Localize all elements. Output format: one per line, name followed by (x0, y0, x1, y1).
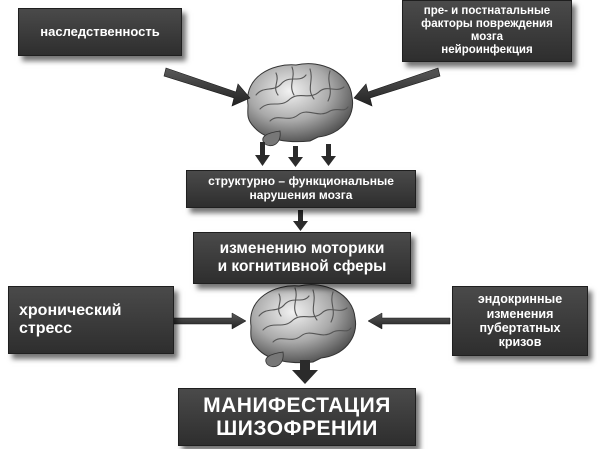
structural-functional-box: структурно – функциональные нарушения мо… (186, 170, 416, 208)
arrow-factors-to-brain (353, 67, 441, 107)
heredity-label: наследственность (40, 23, 160, 39)
arrow-brain-down-right (321, 144, 336, 166)
arrow-stress-to-brain (163, 312, 247, 330)
damage-factors-box: пре- и постнатальные факторы повреждения… (402, 0, 572, 62)
factors-line-2: факторы повреждения (421, 17, 553, 30)
endocrine-line-1: эндокринные (477, 292, 563, 307)
chronic-stress-box: хронический стресс (8, 286, 174, 354)
structural-line-2: нарушения мозга (249, 188, 353, 202)
arrow-brain-down-left (255, 142, 270, 166)
arrow-structural-to-motor (293, 210, 308, 231)
manifestation-line-1: МАНИФЕСТАЦИЯ (203, 393, 391, 417)
arrow-endocrine-to-brain (367, 312, 451, 330)
endocrine-line-4: кризов (498, 335, 542, 350)
arrow-heredity-to-brain (163, 67, 251, 107)
motor-line-2: и когнитивной сферы (217, 258, 387, 275)
factors-line-3: мозга (470, 31, 504, 43)
structural-line-1: структурно – функциональные (208, 174, 394, 189)
heredity-box: наследственность (18, 8, 182, 56)
motor-line-1: изменению моторики (219, 240, 385, 258)
manifestation-box: МАНИФЕСТАЦИЯ ШИЗОФРЕНИИ (178, 388, 416, 446)
factors-line-4: нейроинфекция (441, 44, 533, 57)
stress-line-1: хронический (19, 301, 122, 319)
endocrine-line-3: пубертатных (479, 321, 561, 335)
stress-line-2: стресс (19, 320, 72, 337)
endocrine-line-2: изменения (486, 306, 554, 321)
motor-cognitive-box: изменению моторики и когнитивной сферы (193, 232, 411, 284)
factors-line-1: пре- и постнатальные (423, 4, 551, 17)
arrow-brain-down-mid (288, 146, 303, 167)
brain-icon (250, 284, 357, 368)
brain-icon (247, 63, 354, 147)
arrow-brain-to-manifestation (292, 360, 318, 384)
endocrine-changes-box: эндокринные изменения пубертатных кризов (452, 286, 588, 356)
manifestation-line-2: ШИЗОФРЕНИИ (216, 417, 378, 440)
